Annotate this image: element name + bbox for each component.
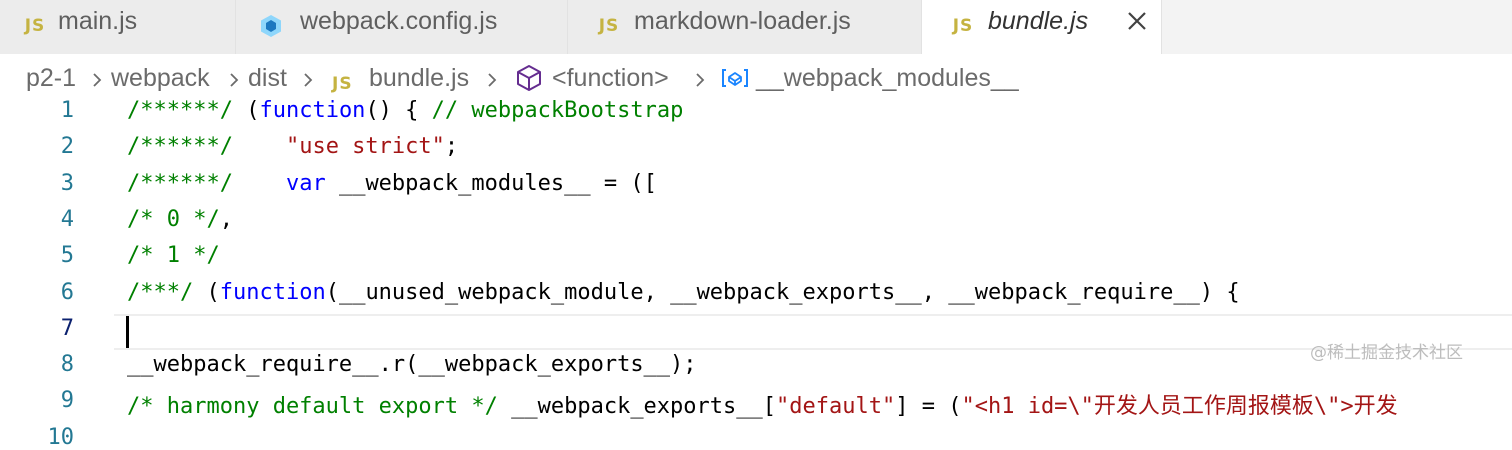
code-token: /******/ [127, 134, 286, 160]
code-token: __webpack_exports__[ [511, 394, 777, 420]
code-token: /******/ [127, 170, 286, 196]
chevron-right-icon [91, 72, 103, 88]
js-file-icon: JS [332, 74, 353, 94]
line-number: 4 [60, 206, 74, 232]
code-token: "use strict" [285, 134, 445, 160]
code-token: () { [365, 98, 432, 123]
current-line-highlight [114, 314, 1512, 350]
code-token: __webpack_require__.r(__webpack_exports_… [127, 352, 697, 378]
line-number: 1 [60, 98, 74, 123]
breadcrumb-item-webpack-modules[interactable]: __webpack_modules__ [756, 64, 1019, 92]
breadcrumb-item-function[interactable]: <function> [552, 64, 669, 92]
breadcrumb-item-webpack[interactable]: webpack [111, 64, 210, 92]
code-token: "<h1 id=\"开发人员工作周报模板\">开发 [961, 394, 1398, 420]
js-file-icon: JS [952, 16, 974, 36]
tab-bundle-js[interactable]: JS bundle.js [922, 0, 1162, 54]
chevron-right-icon [694, 72, 706, 88]
code-token: , [219, 206, 233, 232]
code-token: function [259, 98, 366, 123]
code-token: ( [246, 98, 260, 123]
tab-main-js[interactable]: JS main.js [0, 0, 236, 54]
code-line[interactable]: /* 0 */, [127, 207, 233, 232]
chevron-right-icon [486, 72, 498, 88]
code-line[interactable]: /* harmony default export */ __webpack_e… [127, 388, 1398, 420]
code-token: "default" [776, 394, 896, 420]
breadcrumb-item-bundle-js[interactable]: bundle.js [369, 64, 470, 92]
text-cursor [126, 316, 129, 348]
code-line[interactable]: /******/ var __webpack_modules__ = ([ [127, 171, 657, 196]
close-icon[interactable] [1122, 6, 1152, 36]
tab-markdown-loader-js[interactable]: JS markdown-loader.js [568, 0, 922, 54]
tab-label: webpack.config.js [300, 7, 498, 35]
code-line[interactable]: /******/ "use strict"; [127, 134, 458, 159]
code-token: /******/ [127, 98, 247, 123]
breadcrumb-item-p2-1[interactable]: p2-1 [26, 64, 77, 92]
code-line[interactable]: /* 1 */ [127, 243, 220, 268]
tab-webpack-config-js[interactable]: webpack.config.js [236, 0, 568, 54]
breadcrumb-item-dist[interactable]: dist [248, 64, 287, 92]
line-number: 5 [60, 243, 74, 269]
js-file-icon: JS [24, 16, 46, 36]
code-token: /* 0 */ [127, 206, 220, 232]
tab-label: main.js [58, 7, 138, 35]
variable-icon [720, 66, 750, 97]
breadcrumb: p2-1 webpack dist JS bundle.js <function… [0, 54, 1512, 102]
code-token: ( [206, 279, 220, 305]
code-token: /***/ [127, 279, 207, 305]
code-token: // webpackBootstrap [431, 98, 684, 123]
tab-label: markdown-loader.js [634, 7, 851, 35]
code-token: /* 1 */ [127, 243, 220, 269]
watermark: @稀土掘金技术社区 [1310, 343, 1463, 363]
line-number: 9 [60, 388, 74, 414]
code-token: ; [444, 134, 459, 160]
tab-label: bundle.js [988, 7, 1089, 35]
line-number: 2 [60, 134, 74, 160]
code-token: /* harmony default export */ [127, 394, 512, 420]
code-token: __webpack_modules__ = ([ [325, 170, 657, 196]
cube-icon [516, 64, 542, 99]
line-number: 6 [60, 279, 74, 305]
code-line[interactable]: /******/ (function() { // webpackBootstr… [127, 98, 683, 123]
line-number: 8 [60, 352, 74, 378]
line-number: 3 [60, 170, 74, 196]
line-number: 7 [60, 315, 74, 341]
editor-tab-bar: JS main.js webpack.config.js JS markdown… [0, 0, 1512, 54]
js-file-icon: JS [598, 16, 620, 36]
code-token: (__unused_webpack_module, __webpack_expo… [325, 279, 1240, 305]
webpack-icon [258, 13, 284, 39]
line-number: 10 [47, 424, 75, 450]
code-line[interactable]: /***/ (function(__unused_webpack_module,… [127, 280, 1240, 305]
chevron-right-icon [302, 72, 314, 88]
code-token: function [219, 279, 326, 305]
code-line[interactable]: __webpack_require__.r(__webpack_exports_… [127, 352, 697, 377]
chevron-right-icon [228, 72, 240, 88]
code-token: ] = ( [895, 394, 962, 420]
code-token: var [285, 170, 326, 196]
